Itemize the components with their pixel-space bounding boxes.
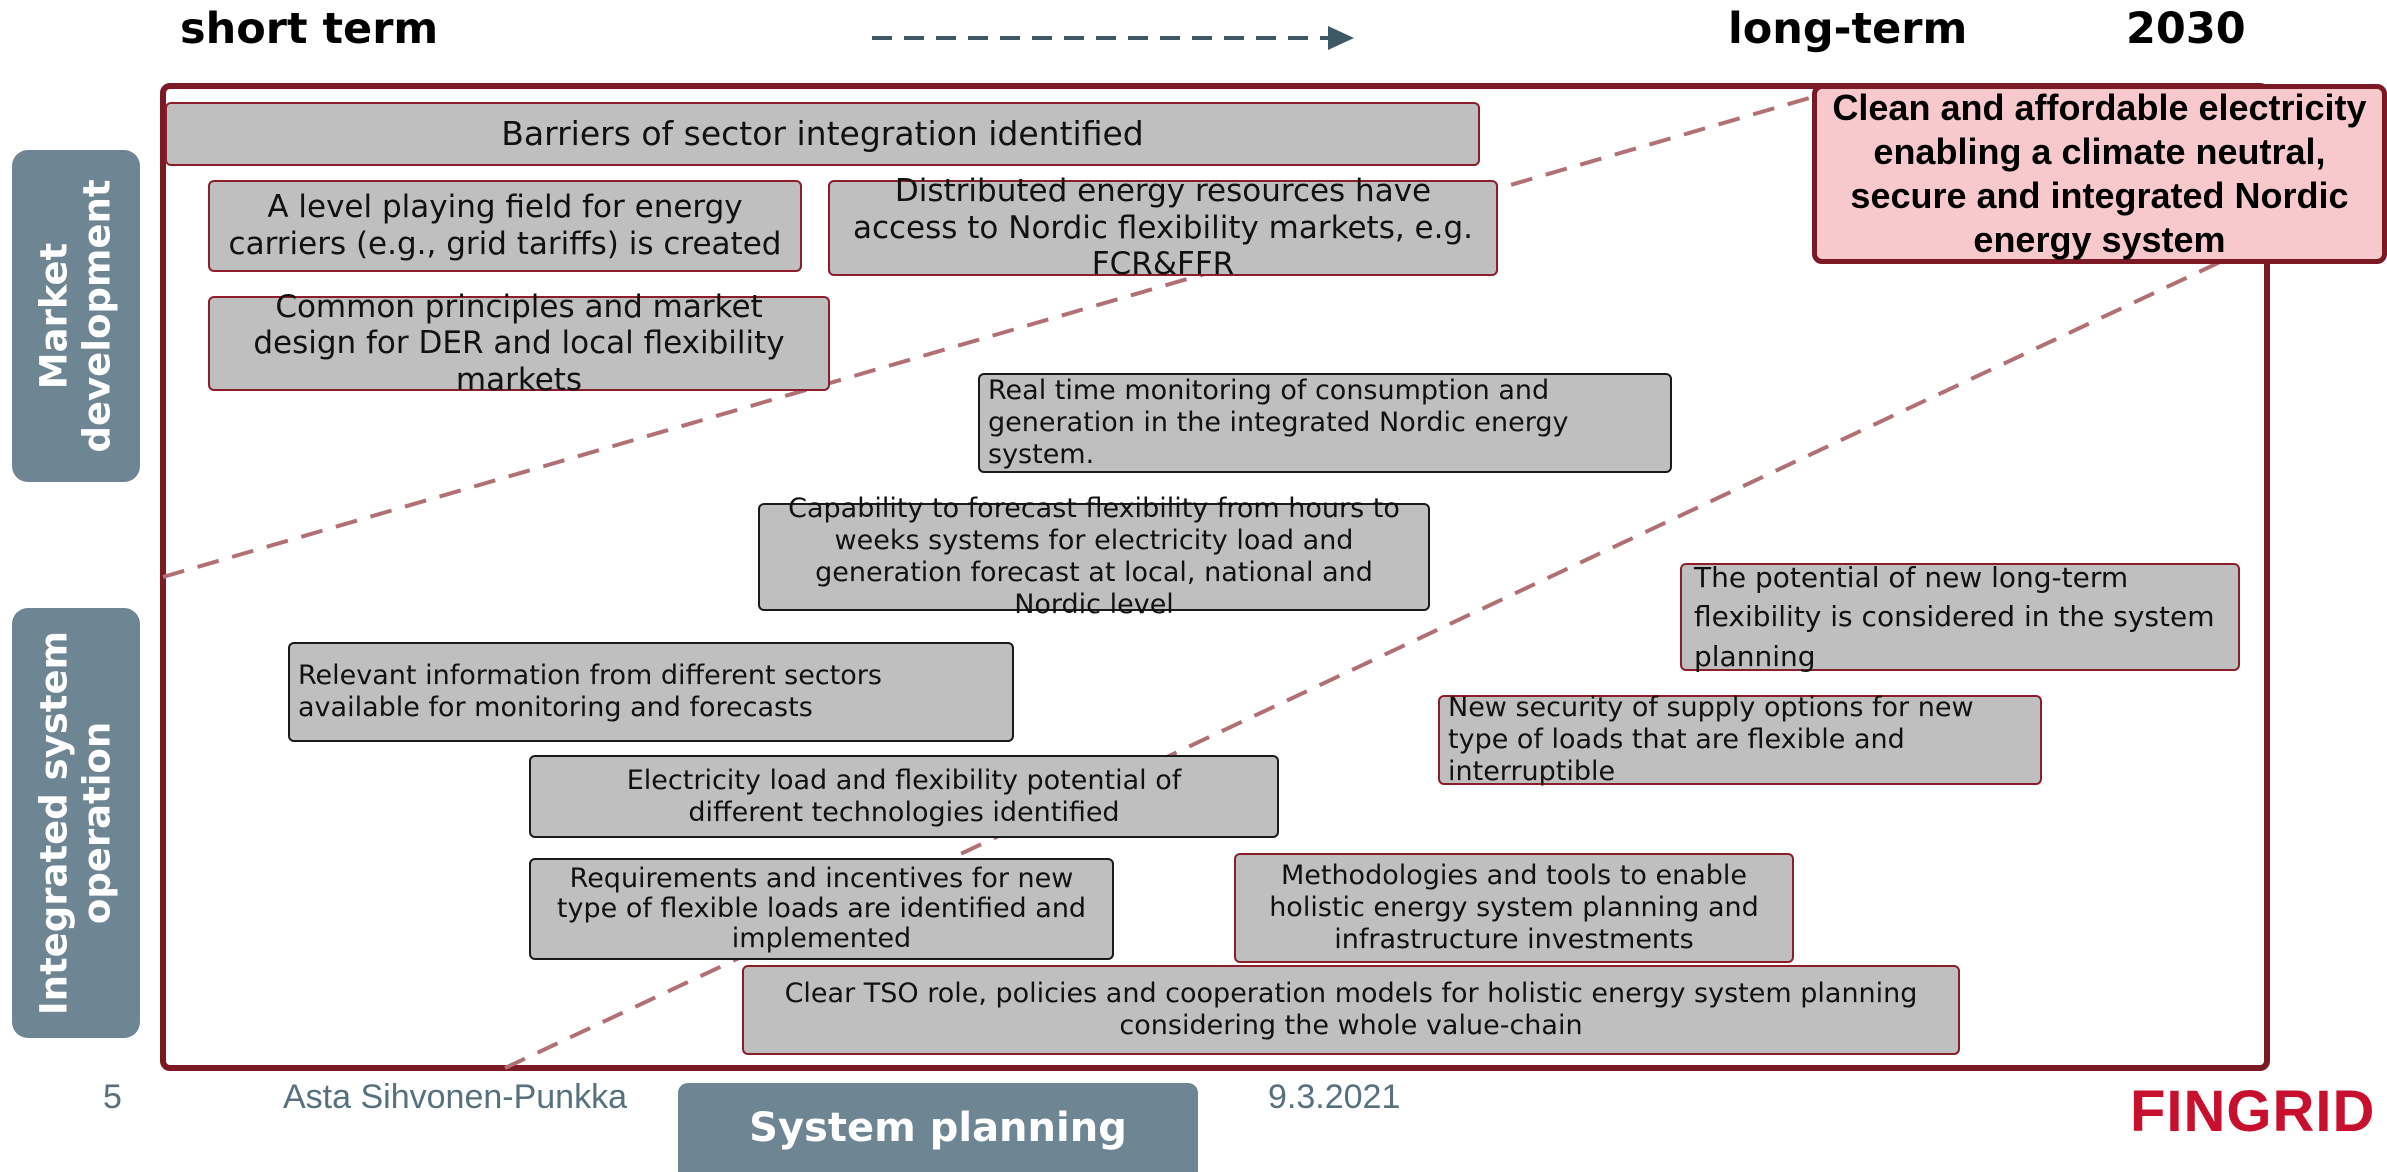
card-tso-role: Clear TSO role, policies and cooperation…	[742, 965, 1960, 1055]
card-load-flexibility-potential: Electricity load and flexibility potenti…	[529, 755, 1279, 838]
footer-author: Asta Sihvonen-Punkka	[283, 1078, 627, 1116]
goal-2030-box: Clean and affordable electricity enablin…	[1812, 84, 2387, 264]
page-number: 5	[103, 1078, 122, 1116]
card-long-term-flexibility: The potential of new long-term flexibili…	[1680, 561, 2240, 673]
upper-diagonal-line	[162, 90, 1831, 579]
card-relevant-information: Relevant information from different sect…	[288, 642, 1014, 742]
time-arrow-icon	[872, 26, 1354, 50]
market-tab-line-2: development	[75, 179, 118, 453]
card-barriers: Barriers of sector integration identifie…	[165, 102, 1480, 166]
long-term-label: long-term	[1728, 4, 1968, 54]
card-security-of-supply: New security of supply options for new t…	[1438, 692, 2042, 787]
card-level-playing-field: A level playing field for energy carrier…	[208, 180, 802, 272]
card-forecast-capability: Capability to forecast flexibility from …	[758, 493, 1430, 620]
lower-diagonal-line	[504, 253, 2236, 1070]
operation-tab-line-1: Integrated system	[32, 630, 76, 1016]
integrated-system-operation-tab: Integrated system operation	[12, 608, 140, 1038]
short-term-label: short term	[180, 4, 439, 54]
card-real-time-monitoring: Real time monitoring of consumption and …	[978, 373, 1672, 473]
system-planning-tab: System planning	[678, 1083, 1198, 1172]
market-tab-line-1: Market	[32, 242, 76, 390]
fingrid-logo: FINGRID	[2130, 1079, 2376, 1144]
card-requirements-incentives: Requirements and incentives for new type…	[529, 858, 1114, 960]
card-common-principles: Common principles and market design for …	[208, 289, 830, 398]
operation-tab-line-2: operation	[75, 721, 118, 925]
footer-date: 9.3.2021	[1268, 1078, 1401, 1116]
year-label: 2030	[2126, 4, 2246, 54]
card-der-access: Distributed energy resources have access…	[828, 173, 1498, 282]
card-methodologies-tools: Methodologies and tools to enable holist…	[1234, 853, 1794, 963]
market-development-tab: Market development	[12, 150, 140, 482]
